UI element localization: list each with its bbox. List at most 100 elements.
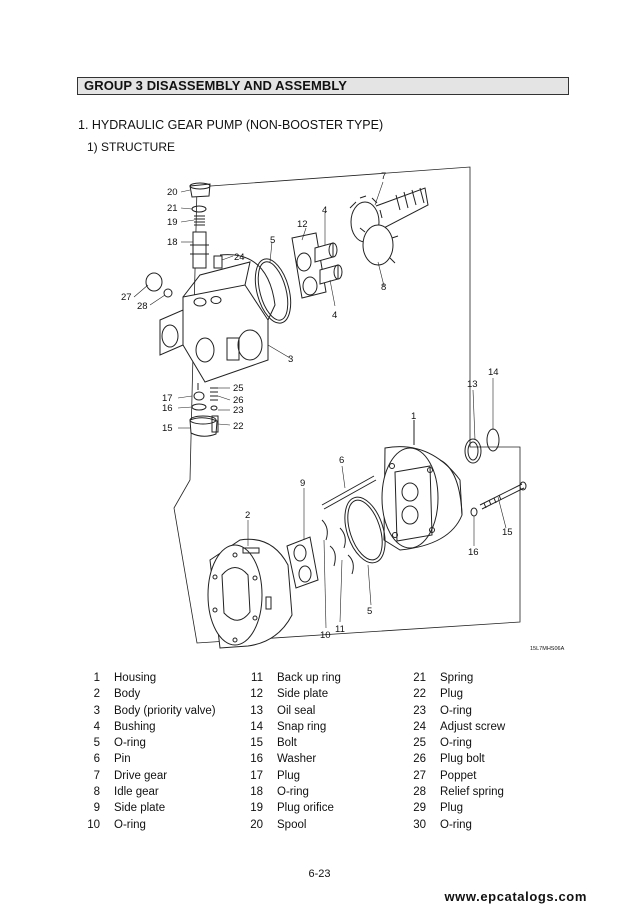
part-name: Bolt — [277, 737, 297, 750]
callout-23: 21 — [167, 203, 178, 214]
part-name: Plug — [440, 802, 464, 815]
part-number: 10 — [87, 818, 100, 831]
body-2 — [207, 538, 293, 649]
spool-stack — [189, 182, 211, 269]
part-number: 30 — [413, 818, 426, 831]
callout-16: 16 — [468, 547, 479, 558]
part-number: 23 — [413, 704, 426, 717]
callout-29: 27 — [121, 292, 132, 303]
part-number: 1 — [93, 672, 100, 684]
part-row: 8 Idle gear — [78, 784, 216, 800]
part-number: 8 — [93, 786, 100, 799]
watermark: www.epcatalogs.com — [444, 889, 587, 904]
subsection-title: 1) STRUCTURE — [87, 140, 176, 154]
drive-gear — [349, 187, 429, 266]
part-number: 16 — [250, 753, 263, 766]
part-row: 20 Spool — [241, 817, 341, 833]
part-name: Plug — [277, 769, 301, 782]
part-number: 12 — [250, 688, 263, 701]
part-name: Idle gear — [114, 786, 159, 799]
part-number: 28 — [413, 786, 426, 799]
part-name: Plug orifice — [277, 802, 334, 815]
priority-valve-body — [159, 254, 276, 383]
part-row: 13 Oil seal — [241, 703, 341, 719]
part-number: 11 — [251, 672, 263, 684]
callout-30: 28 — [137, 301, 148, 312]
part-name: Adjust screw — [440, 720, 506, 733]
part-row: 10 O-ring — [78, 817, 216, 833]
part-number: 2 — [93, 688, 100, 701]
part-name: O-ring — [440, 704, 472, 717]
callout-7: 7 — [381, 171, 386, 182]
callout-15: 15 — [502, 527, 513, 538]
part-row: 12 Side plate — [241, 686, 341, 702]
part-number: 6 — [93, 753, 100, 766]
part-name: Bushing — [114, 720, 156, 733]
part-name: Housing — [114, 672, 157, 684]
callout-10: 10 — [320, 630, 331, 641]
callout-17: 15 — [162, 423, 173, 434]
part-name: O-ring — [114, 737, 146, 750]
part-row: 14 Snap ring — [241, 719, 341, 735]
part-number: 17 — [250, 769, 263, 782]
part-row: 16 Washer — [241, 751, 341, 767]
part-name: Snap ring — [277, 720, 327, 733]
callout-6: 6 — [339, 455, 344, 466]
part-number: 14 — [250, 720, 263, 733]
part-row: 4 Bushing — [78, 719, 216, 735]
callout-4b: 4 — [332, 310, 337, 321]
part-name: Poppet — [440, 769, 477, 782]
part-name: O-ring — [114, 818, 146, 831]
figure-code: 15L7MHS06A — [530, 646, 565, 652]
part-number: 19 — [250, 802, 263, 815]
part-number: 7 — [93, 769, 100, 782]
part-number: 24 — [413, 720, 426, 733]
housing — [381, 420, 463, 551]
part-name: Body (priority valve) — [114, 704, 216, 717]
callout-4a: 4 — [322, 205, 327, 216]
part-name: Side plate — [114, 802, 166, 815]
callout-12: 12 — [297, 219, 308, 230]
part-row: 1 Housing — [78, 670, 216, 686]
callout-8: 8 — [381, 282, 386, 293]
part-name: O-ring — [440, 818, 472, 831]
callout-25: 23 — [233, 405, 244, 416]
part-number: 13 — [250, 704, 263, 717]
part-row: 9 Side plate — [78, 800, 216, 816]
part-name: Relief spring — [440, 786, 504, 799]
group-header: GROUP 3 DISASSEMBLY AND ASSEMBLY — [77, 77, 569, 95]
part-number: 9 — [93, 802, 100, 815]
part-name: Side plate — [277, 688, 329, 701]
part-name: O-ring — [277, 786, 309, 799]
part-row: 19 Plug orifice — [241, 800, 341, 816]
part-number: 20 — [250, 818, 263, 831]
callout-11: 11 — [335, 624, 345, 635]
part-row: 23 O-ring — [404, 703, 505, 719]
section-title: 1. HYDRAULIC GEAR PUMP (NON-BOOSTER TYPE… — [78, 118, 384, 132]
part-number: 4 — [93, 720, 100, 733]
part-number: 21 — [413, 672, 426, 684]
callout-18: 16 — [162, 403, 173, 414]
callout-14: 14 — [488, 367, 499, 378]
part-name: Washer — [277, 753, 317, 766]
part-name: O-ring — [440, 737, 472, 750]
callout-19: 17 — [162, 393, 173, 404]
callout-5a: 5 — [270, 235, 275, 246]
callout-2: 2 — [245, 510, 250, 521]
part-name: Drive gear — [114, 769, 168, 782]
part-name: Spool — [277, 818, 307, 831]
part-name: Oil seal — [277, 704, 316, 717]
